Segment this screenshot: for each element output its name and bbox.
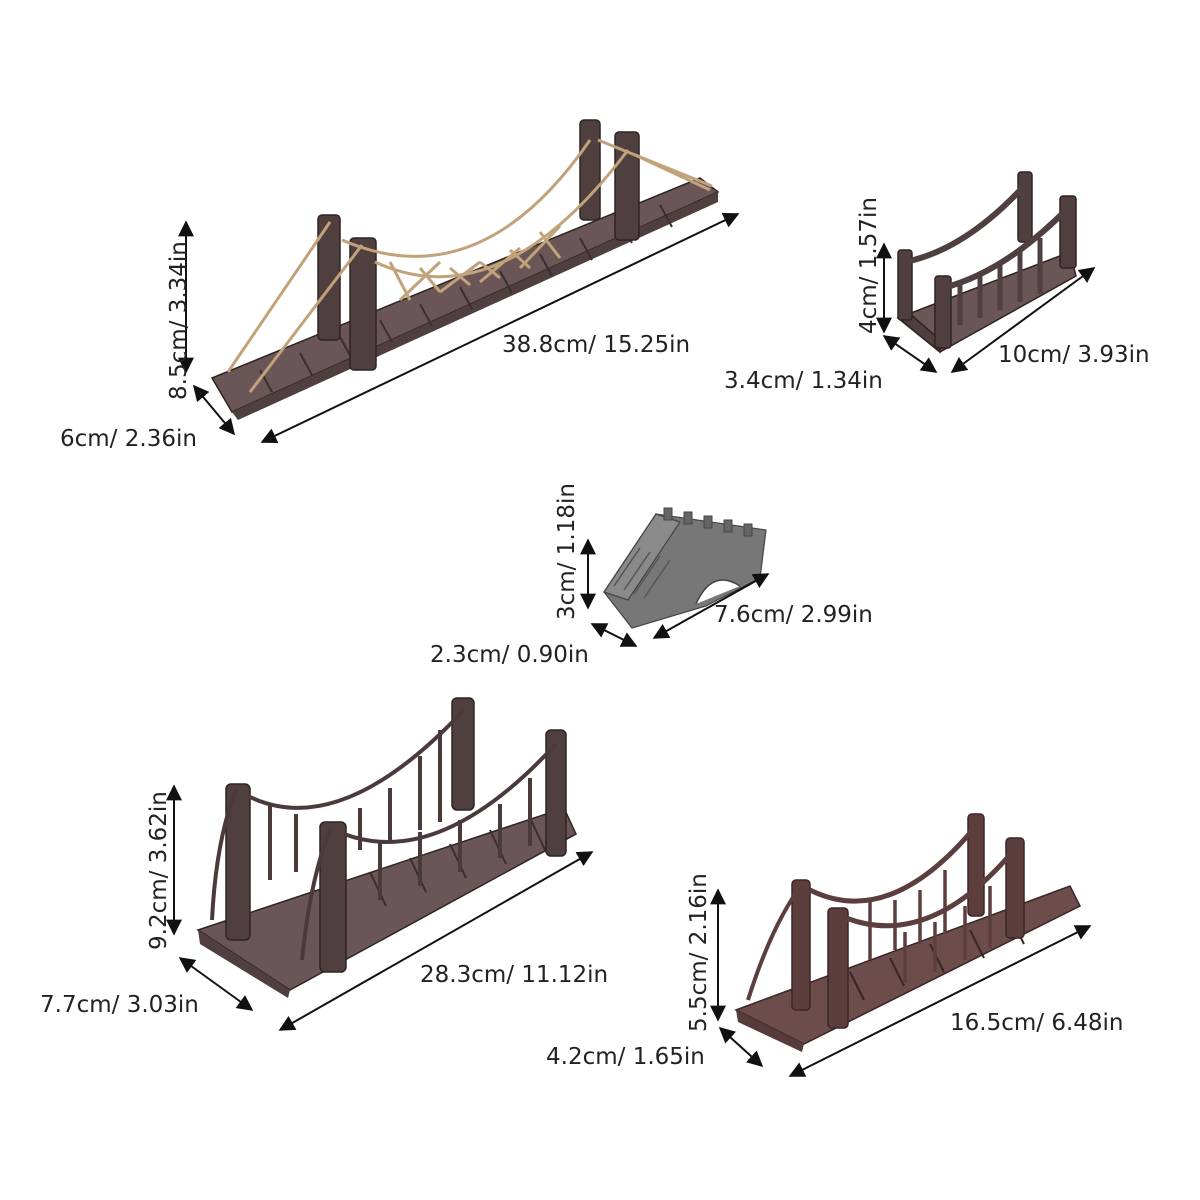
bridge-4-width-label: 7.7cm/ 3.03in — [40, 992, 199, 1018]
bridge-4-length-label: 28.3cm/ 11.12in — [420, 962, 608, 988]
bridge-3-length-label: 7.6cm/ 2.99in — [714, 602, 873, 628]
bridge-5-length-label: 16.5cm/ 6.48in — [950, 1010, 1124, 1036]
bridge-1-height-label: 8.5cm/ 3.34in — [166, 241, 192, 400]
bridge-2-length-label: 10cm/ 3.93in — [998, 342, 1150, 368]
bridge-1-image — [210, 119, 720, 420]
bridge-3-width-label: 2.3cm/ 0.90in — [430, 642, 589, 668]
bridge-2-width-label: 3.4cm/ 1.34in — [724, 368, 883, 394]
bridge-1-width-label: 6cm/ 2.36in — [60, 426, 197, 452]
bridge-1-length-label: 38.8cm/ 15.25in — [502, 332, 690, 358]
bridge-3-height-label: 3cm/ 1.18in — [554, 483, 580, 620]
bridge-2-image — [896, 171, 1077, 354]
bridge-4-image — [196, 697, 577, 998]
bridge-5-height-label: 5.5cm/ 2.16in — [686, 873, 712, 1032]
bridge-5-width-label: 4.2cm/ 1.65in — [546, 1044, 705, 1070]
bridge-4-height-label: 9.2cm/ 3.62in — [146, 791, 172, 950]
bridge-2-height-label: 4cm/ 1.57in — [856, 197, 882, 334]
